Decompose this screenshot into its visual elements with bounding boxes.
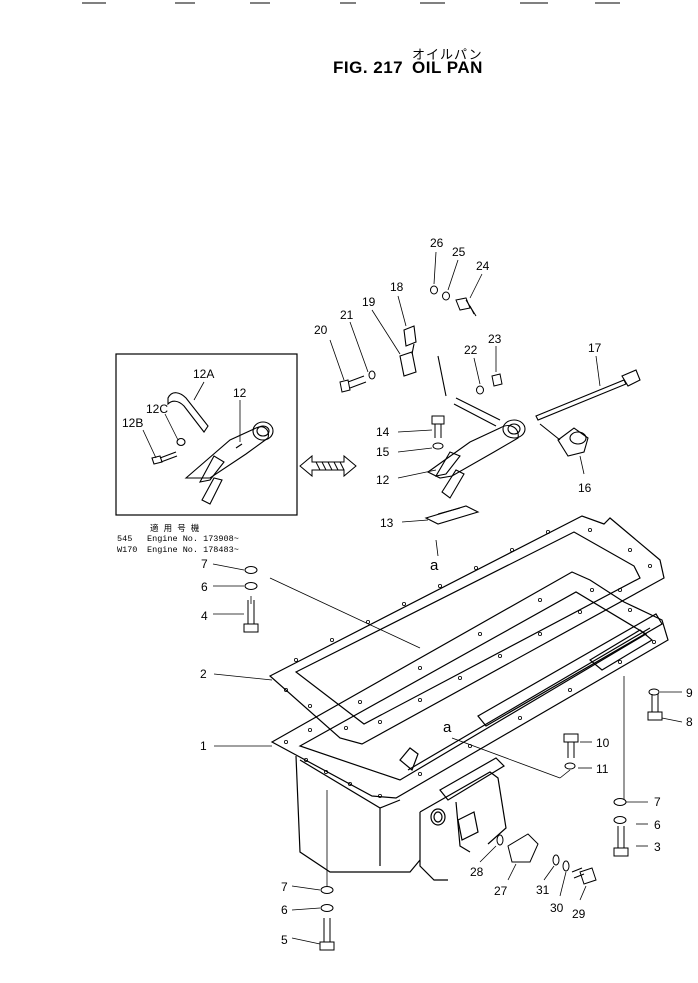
applicability-engine-1: Engine No. 173908~	[147, 534, 239, 544]
callout-27: 27	[494, 884, 508, 898]
callout-31: 31	[536, 883, 550, 897]
callout-15: 15	[376, 445, 390, 459]
callout-12: 12	[376, 473, 390, 487]
callout-11: 11	[596, 762, 609, 776]
inset-label-12: 12	[233, 386, 247, 400]
ref-mark-a-upper: a	[430, 557, 439, 574]
callout-20: 20	[314, 323, 328, 337]
gasket	[268, 515, 665, 745]
callout-18: 18	[390, 280, 404, 294]
oil-pan	[270, 571, 669, 881]
callout-6-lower: 6	[281, 903, 288, 917]
figure-title: OIL PAN	[412, 58, 483, 77]
callouts: 1 2 3 4 5 6 6 6 7 7 7 8 9 10 11 12 13 14…	[200, 236, 693, 947]
double-arrow	[299, 454, 357, 478]
callout-2: 2	[200, 667, 207, 681]
callout-6-right: 6	[654, 818, 661, 832]
callout-6: 6	[201, 580, 208, 594]
callout-9: 9	[686, 686, 693, 700]
callout-29: 29	[572, 907, 586, 921]
callout-14: 14	[376, 425, 390, 439]
applicability-heading: 適 用 号 機	[150, 524, 200, 534]
callout-26: 26	[430, 236, 444, 250]
callout-17: 17	[588, 341, 602, 355]
callout-30: 30	[550, 901, 564, 915]
inset-box	[115, 353, 298, 516]
callout-24: 24	[476, 259, 490, 273]
japanese-title: オイルパン	[412, 48, 483, 63]
figure-number: FIG. 217	[333, 58, 404, 77]
callout-25: 25	[452, 245, 466, 259]
applicability-model-1: 545	[117, 534, 133, 544]
callout-10: 10	[596, 736, 610, 750]
callout-23: 23	[488, 332, 502, 346]
applicability-engine-2: Engine No. 178483~	[147, 545, 239, 555]
callout-1: 1	[200, 739, 207, 753]
inset-label-12c: 12C	[146, 402, 168, 416]
inset-leaders	[142, 381, 241, 459]
applicability-model-2: W170	[117, 545, 138, 555]
oil-pan-holes	[283, 588, 657, 799]
callout-7: 7	[201, 557, 208, 571]
callout-22: 22	[464, 343, 478, 357]
leader-lines	[212, 251, 683, 945]
callout-28: 28	[470, 865, 484, 879]
callout-7-right: 7	[654, 795, 661, 809]
callout-13: 13	[380, 516, 394, 530]
inset-parts	[151, 392, 274, 505]
fasteners	[243, 285, 663, 951]
inset-label-12b: 12B	[122, 416, 143, 430]
callout-7-lower: 7	[281, 880, 288, 894]
callout-21: 21	[340, 308, 354, 322]
callout-8: 8	[686, 715, 693, 729]
gasket-holes	[283, 528, 653, 731]
callout-5: 5	[281, 933, 288, 947]
callout-16: 16	[578, 481, 592, 495]
ref-mark-a-lower: a	[443, 719, 452, 736]
callout-19: 19	[362, 295, 376, 309]
callout-3: 3	[654, 840, 661, 854]
suction-assembly	[399, 325, 641, 525]
callout-4: 4	[201, 609, 208, 623]
inset-label-12a: 12A	[193, 367, 214, 381]
